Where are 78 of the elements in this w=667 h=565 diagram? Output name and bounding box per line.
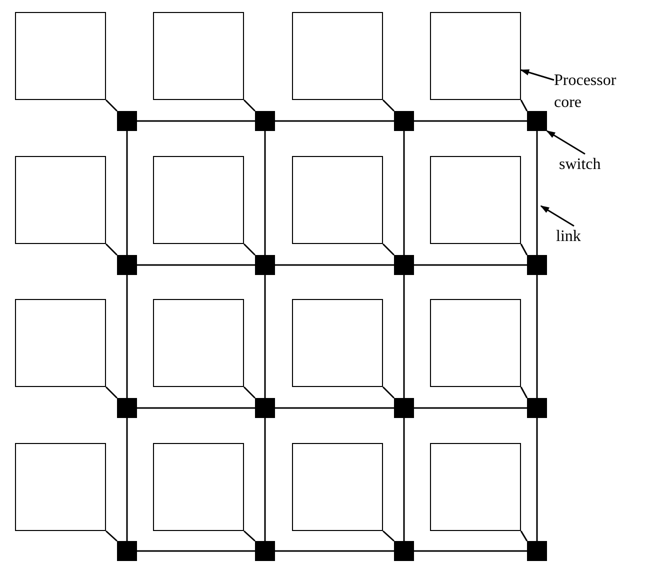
leader-arrow [520,69,554,81]
link-line [403,131,405,255]
processor-core-box [292,299,383,387]
link-line [414,120,527,122]
processor-core-box [153,156,244,244]
processor-core-box [15,156,106,244]
processor-core-box [430,299,521,387]
core-connector [243,386,256,399]
core-connector [520,244,528,256]
link-line [536,275,538,398]
leader-arrow [546,130,586,155]
link-line [536,131,538,255]
core-connector [520,386,528,398]
link-line [126,418,128,541]
processor-core-box [430,12,521,100]
callout-label: link [556,226,586,248]
core-connector [520,530,528,542]
callout-label: Processor core [554,70,626,115]
switch-square [255,398,275,418]
switch-square [527,541,547,561]
link-line [275,550,394,552]
link-line [137,120,255,122]
leader-arrow [540,205,574,227]
link-line [126,275,128,398]
link-line [275,120,394,122]
switch-square [394,398,414,418]
switch-square [394,255,414,275]
core-connector [382,243,395,256]
processor-core-box [292,12,383,100]
link-line [275,407,394,409]
processor-core-box [430,443,521,531]
core-connector [382,530,394,542]
processor-core-box [153,299,244,387]
link-line [264,275,266,398]
link-line [264,418,266,541]
link-line [126,131,128,255]
link-line [403,418,405,541]
link-line [137,550,255,552]
link-line [275,264,394,266]
processor-core-box [430,156,521,244]
switch-square [255,255,275,275]
processor-core-box [292,156,383,244]
core-connector [382,386,395,399]
link-line [536,418,538,541]
core-connector [105,386,118,399]
switch-square [527,255,547,275]
core-connector [382,99,395,112]
core-connector [243,243,256,256]
core-connector [105,99,118,112]
processor-core-box [292,443,383,531]
link-line [414,550,527,552]
switch-square [255,541,275,561]
switch-square [255,111,275,131]
switch-square [117,541,137,561]
core-connector [106,530,118,542]
link-line [137,407,255,409]
processor-core-box [15,12,106,100]
processor-core-box [15,443,106,531]
core-connector [105,243,118,256]
core-connector [243,99,256,112]
link-line [264,131,266,255]
link-line [414,407,527,409]
processor-core-box [15,299,106,387]
processor-core-box [153,12,244,100]
switch-square [394,541,414,561]
core-connector [520,100,528,112]
link-line [403,275,405,398]
switch-square [527,398,547,418]
switch-square [394,111,414,131]
switch-square [117,398,137,418]
switch-square [527,111,547,131]
callout-label: switch [559,154,609,176]
switch-square [117,255,137,275]
link-line [137,264,255,266]
core-connector [244,530,256,542]
link-line [414,264,527,266]
processor-core-box [153,443,244,531]
switch-square [117,111,137,131]
